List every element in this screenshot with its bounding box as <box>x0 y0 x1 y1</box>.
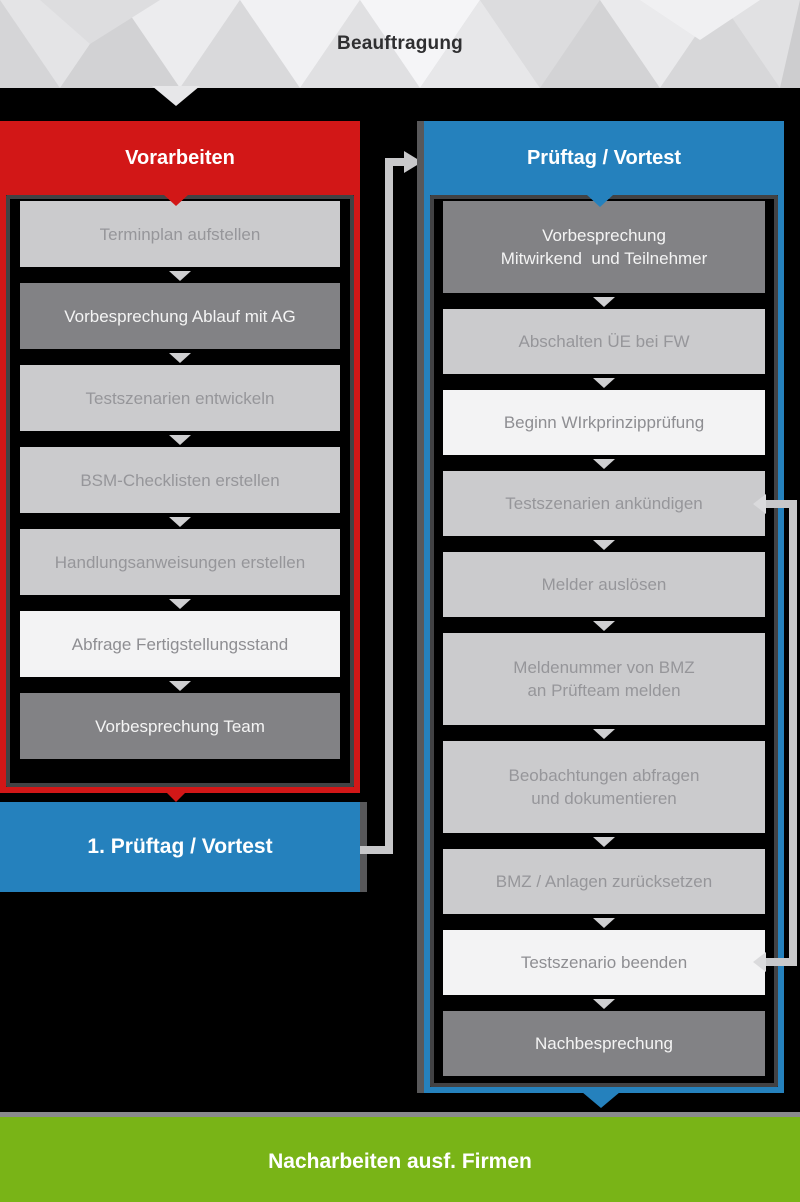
flow-step-label: Abfrage Fertigstellungsstand <box>71 634 289 654</box>
step-down-arrow-icon <box>593 999 615 1009</box>
flow-step-label: Testszenario beenden <box>520 953 688 972</box>
final-phase-label: Nacharbeiten ausf. Firmen <box>268 1150 532 1173</box>
step-down-arrow-icon <box>593 540 615 550</box>
flow-step-label: Nachbesprechung <box>535 1034 673 1053</box>
right-steps-stack: Vorbesprechung Mitwirkend und Teilnehmer… <box>434 201 774 1076</box>
flow-step: BSM-Checklisten erstellen <box>20 447 340 527</box>
flow-step: Abfrage Fertigstellungsstand <box>20 611 340 691</box>
loop-connector-bottom <box>760 958 797 966</box>
flow-step: Terminplan aufstellen <box>20 201 340 281</box>
loop-arrowhead-bottom-icon <box>753 952 766 972</box>
blue-header-notch <box>587 195 613 207</box>
flow-step: BMZ / Anlagen zurücksetzen <box>443 849 765 928</box>
flow-step: Meldenummer von BMZ an Prüfteam melden <box>443 633 765 739</box>
flow-step: Testszenarien ankündigen <box>443 471 765 550</box>
top-banner: Beauftragung <box>0 0 800 88</box>
right-column-header: Prüftag / Vortest <box>424 121 784 207</box>
first-test-day-box: 1. Prüftag / Vortest <box>0 802 360 892</box>
step-down-arrow-icon <box>169 681 191 691</box>
loop-arrowhead-top-icon <box>753 494 766 514</box>
flow-step: Melder auslösen <box>443 552 765 631</box>
flow-step-label: Melder auslösen <box>541 575 667 594</box>
flow-step-label: Meldenummer von BMZ an Prüfteam melden <box>513 658 695 700</box>
flow-step: Vorbesprechung Mitwirkend und Teilnehmer <box>443 201 765 307</box>
step-down-arrow-icon <box>169 271 191 281</box>
flow-step-label: Vorbesprechung Team <box>95 716 265 736</box>
final-phase-box: Nacharbeiten ausf. Firmen <box>0 1112 800 1202</box>
banner-title: Beauftragung <box>337 33 463 54</box>
right-column-shadow <box>417 121 424 1093</box>
left-column-header-label: Vorarbeiten <box>125 146 235 169</box>
connector-vertical <box>385 158 393 854</box>
flow-step-label: Beginn WIrkprinzipprüfung <box>503 413 705 432</box>
step-down-arrow-icon <box>169 517 191 527</box>
flow-step: Beginn WIrkprinzipprüfung <box>443 390 765 469</box>
flow-step-label: BMZ / Anlagen zurücksetzen <box>495 872 713 891</box>
step-down-arrow-icon <box>593 378 615 388</box>
flow-step: Vorbesprechung Team <box>20 693 340 759</box>
flow-step: Handlungsanweisungen erstellen <box>20 529 340 609</box>
red-header-notch <box>164 195 188 206</box>
flow-step: Abschalten ÜE bei FW <box>443 309 765 388</box>
flow-step: Nachbesprechung <box>443 1011 765 1076</box>
step-down-arrow-icon <box>593 729 615 739</box>
flow-step: Beobachtungen abfragen und dokumentieren <box>443 741 765 847</box>
step-down-arrow-icon <box>593 837 615 847</box>
banner-down-arrow <box>152 86 200 106</box>
flow-step: Testszenario beenden <box>443 930 765 1009</box>
red-bottom-notch <box>164 790 188 802</box>
step-down-arrow-icon <box>593 297 615 307</box>
step-down-arrow-icon <box>169 435 191 445</box>
flow-step-label: BSM-Checklisten erstellen <box>80 470 280 490</box>
connector-horizontal-bottom <box>357 846 393 854</box>
loop-connector-top <box>760 500 797 508</box>
flow-step-label: Abschalten ÜE bei FW <box>518 332 690 351</box>
blue-bottom-notch <box>582 1092 620 1108</box>
right-column-header-label: Prüftag / Vortest <box>526 146 682 169</box>
step-down-arrow-icon <box>169 353 191 363</box>
left-column-header: Vorarbeiten <box>0 121 360 206</box>
flow-step-label: Testszenarien ankündigen <box>505 494 703 513</box>
flow-step-label: Terminplan aufstellen <box>99 224 261 244</box>
right-column: Prüftag / Vortest Vorbesprechung Mitwirk… <box>424 121 784 1093</box>
loop-connector-vertical <box>789 500 797 966</box>
low-poly-background <box>0 0 800 88</box>
flow-step: Testszenarien entwickeln <box>20 365 340 445</box>
step-down-arrow-icon <box>593 459 615 469</box>
flow-step-label: Handlungsanweisungen erstellen <box>54 552 306 572</box>
connector-horizontal-top <box>385 158 407 166</box>
first-test-day-label: 1. Prüftag / Vortest <box>87 835 273 858</box>
flow-step-label: Vorbesprechung Mitwirkend und Teilnehmer <box>500 226 708 268</box>
flow-step-label: Testszenarien entwickeln <box>85 388 275 408</box>
right-column-body: Vorbesprechung Mitwirkend und Teilnehmer… <box>424 195 784 1093</box>
flow-step-label: Vorbesprechung Ablauf mit AG <box>64 306 296 326</box>
step-down-arrow-icon <box>593 621 615 631</box>
step-down-arrow-icon <box>593 918 615 928</box>
flow-step: Vorbesprechung Ablauf mit AG <box>20 283 340 363</box>
right-column-frame: Vorbesprechung Mitwirkend und Teilnehmer… <box>430 195 778 1087</box>
step-down-arrow-icon <box>169 599 191 609</box>
flow-step-label: Beobachtungen abfragen und dokumentieren <box>508 766 700 808</box>
